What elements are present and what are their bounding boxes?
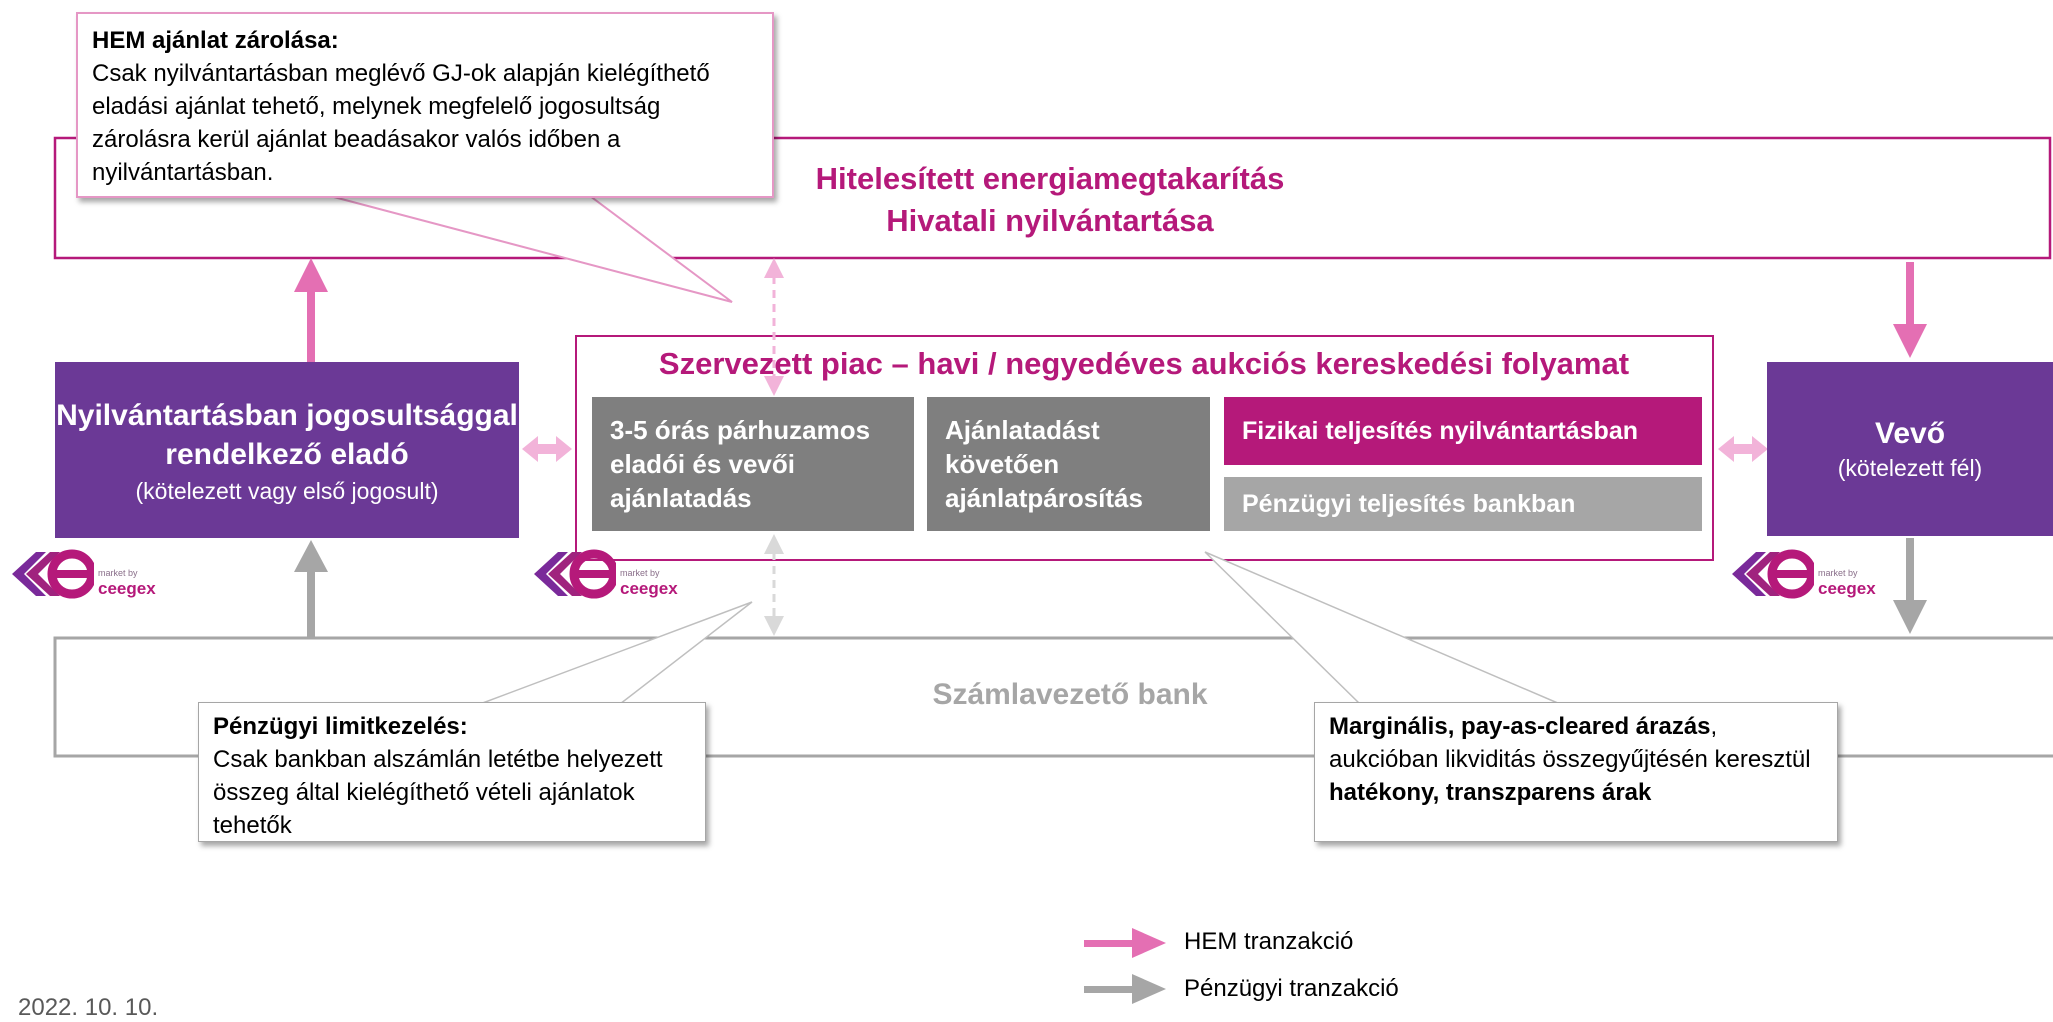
hem-callout-body: Csak nyilvántartásban meglévő GJ-ok alap… <box>92 60 710 186</box>
legend-hem-label: HEM tranzakció <box>1184 928 1354 955</box>
ceegex-logo-mark <box>1732 549 1814 599</box>
seller-subtitle: (kötelezett vagy első jogosult) <box>135 477 439 504</box>
pricing-callout-bold2: hatékony, transzparens árak <box>1329 779 1652 806</box>
hem-callout-title: HEM ajánlat zárolása: <box>92 27 339 54</box>
logo-name: ceegex <box>620 579 678 598</box>
logo-small-text: market by <box>620 568 660 578</box>
registry-frame <box>53 136 2052 260</box>
hem-lock-callout: HEM ajánlat zárolása: Csak nyilvántartás… <box>76 12 774 198</box>
buyer-hem-arrow <box>1893 262 1927 358</box>
logo-small-text: market by <box>98 568 138 578</box>
step-financial-settlement: Pénzügyi teljesítés bankban <box>1224 477 1702 531</box>
market-buyer-double-arrow <box>1718 436 1768 462</box>
logo-name: ceegex <box>98 579 156 598</box>
legend-hem-arrow <box>1084 928 1166 958</box>
logo-name: ceegex <box>1818 579 1876 598</box>
buyer-title: Vevő <box>1874 416 1946 450</box>
ceegex-logo: market by ceegex <box>1730 546 1900 606</box>
registry-title: Hitelesített energiamegtakarítás Hivatal… <box>780 158 1320 242</box>
registry-title-line1: Hitelesített energiamegtakarítás <box>815 161 1285 196</box>
step-order-matching: Ajánlatadást követően ajánlatpárosítás <box>927 397 1210 531</box>
logo-small-text: market by <box>1818 568 1858 578</box>
seller-title: Nyilvántartásban jogosultsággal rendelke… <box>56 398 518 471</box>
pricing-callout: Marginális, pay-as-cleared árazás, aukci… <box>1314 702 1838 842</box>
market-title: Szervezett piac – havi / negyedéves aukc… <box>658 346 1630 381</box>
slide-date: 2022. 10. 10. <box>18 994 159 1021</box>
market-bank-dashed-arrow <box>764 534 784 636</box>
ceegex-logo: market by ceegex <box>10 546 180 606</box>
limit-callout-title: Pénzügyi limitkezelés: <box>213 713 468 740</box>
market-frame <box>575 335 1714 561</box>
limit-callout: Pénzügyi limitkezelés: Csak bankban alsz… <box>198 702 706 842</box>
pricing-callout-text1: , aukcióban likviditás összegyűjtésén ke… <box>1329 713 1811 773</box>
seller-hem-arrow <box>294 258 328 362</box>
limit-callout-body: Csak bankban alszámlán letétbe helyezett… <box>213 746 663 839</box>
registry-title-line2: Hivatali nyilvántartása <box>886 203 1214 238</box>
ceegex-logo-mark <box>534 549 616 599</box>
seller-box: Nyilvántartásban jogosultsággal rendelke… <box>55 362 519 538</box>
pricing-callout-bold1: Marginális, pay-as-cleared árazás <box>1329 713 1711 740</box>
buyer-subtitle: (kötelezett fél) <box>1837 454 1983 481</box>
ceegex-logo: market by ceegex <box>532 546 702 606</box>
bank-frame <box>53 636 2053 758</box>
hem-callout-pointer <box>329 195 733 303</box>
buyer-financial-arrow <box>1893 538 1927 634</box>
step-parallel-bidding: 3-5 órás párhuzamos eladói és vevői aján… <box>592 397 914 531</box>
bank-label: Számlavezető bank <box>932 678 1208 711</box>
buyer-box: Vevő (kötelezett fél) <box>1767 362 2053 536</box>
seller-financial-arrow <box>294 540 328 638</box>
limit-callout-pointer <box>479 601 753 705</box>
seller-market-double-arrow <box>522 436 572 462</box>
legend-financial-label: Pénzügyi tranzakció <box>1184 975 1399 1002</box>
ceegex-logo-mark <box>12 549 94 599</box>
legend-financial-arrow <box>1084 974 1166 1004</box>
registry-market-dashed-arrow <box>764 258 784 396</box>
step-physical-settlement: Fizikai teljesítés nyilvántartásban <box>1224 397 1702 465</box>
